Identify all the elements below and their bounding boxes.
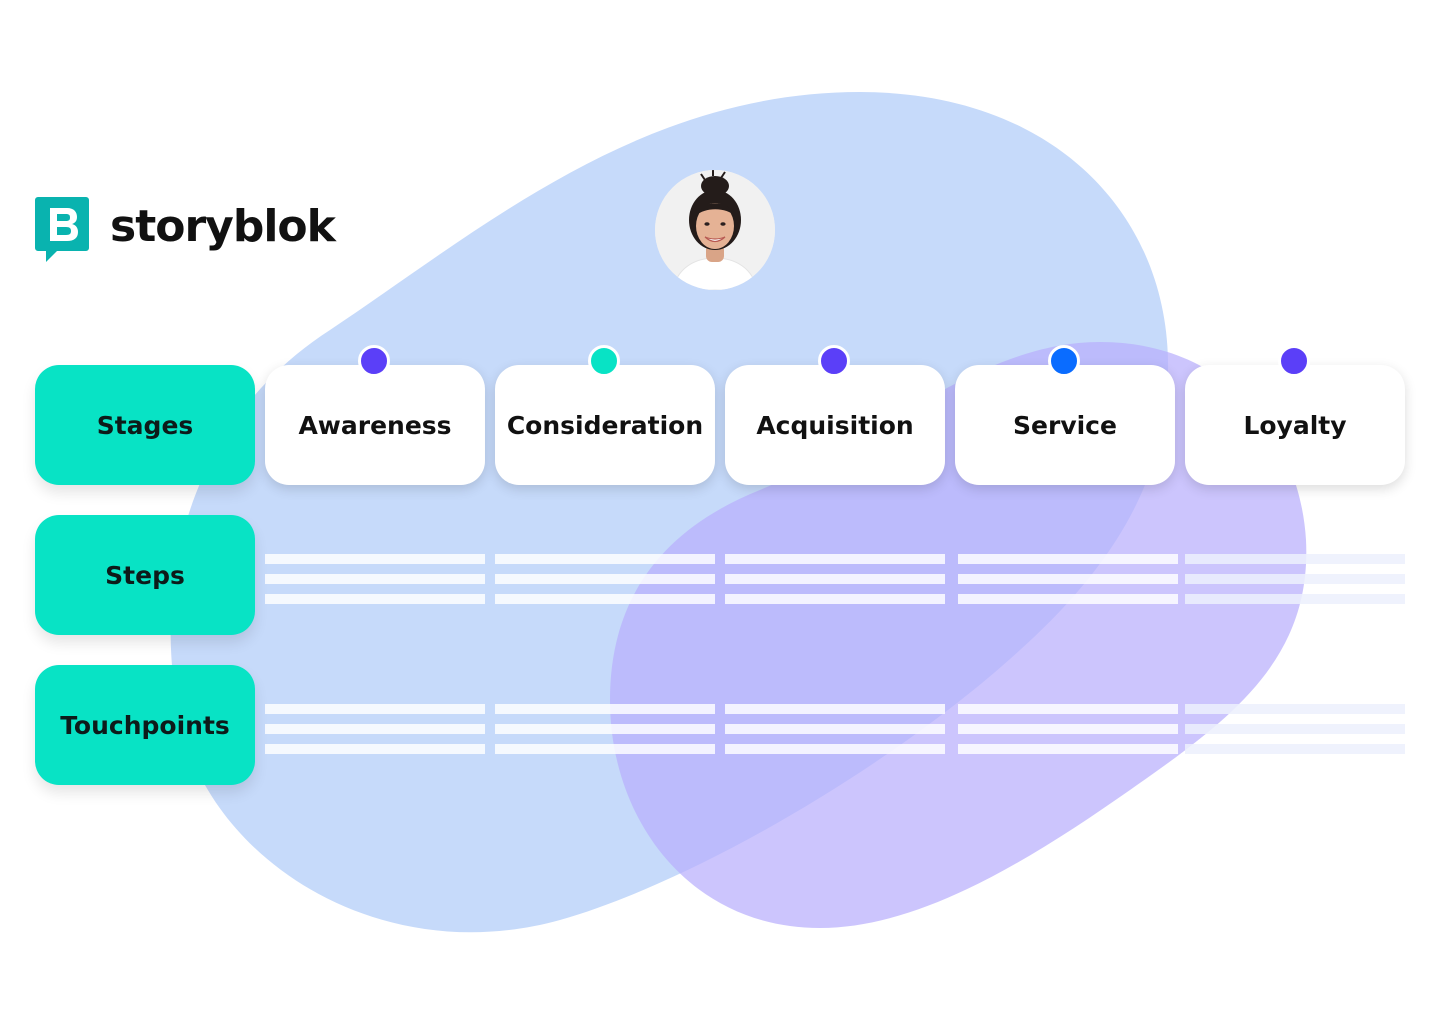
touchpoints-line	[958, 724, 1178, 734]
touchpoints-line	[495, 704, 715, 714]
row-label-stages: Stages	[35, 365, 255, 485]
steps-line	[958, 574, 1178, 584]
touchpoints-line	[265, 724, 485, 734]
steps-line	[725, 594, 945, 604]
steps-line	[1185, 554, 1405, 564]
touchpoints-line	[1185, 744, 1405, 754]
steps-line	[495, 574, 715, 584]
stage-card-acquisition[interactable]: Acquisition	[725, 365, 945, 485]
brand-name: storyblok	[110, 201, 336, 252]
stage-marker-loyalty	[1278, 345, 1310, 377]
stage-marker-awareness	[358, 345, 390, 377]
storyblok-logo[interactable]: storyblok	[35, 197, 336, 263]
stage-marker-service	[1048, 345, 1080, 377]
touchpoints-line	[725, 724, 945, 734]
row-label-steps: Steps	[35, 515, 255, 635]
stage-marker-acquisition	[818, 345, 850, 377]
steps-line	[958, 594, 1178, 604]
person-portrait-icon	[655, 170, 775, 290]
storyblok-mark-icon	[35, 197, 89, 263]
steps-line	[495, 554, 715, 564]
steps-line	[725, 574, 945, 584]
customer-avatar	[655, 170, 775, 290]
touchpoints-line	[495, 744, 715, 754]
steps-line	[265, 554, 485, 564]
touchpoints-line	[958, 704, 1178, 714]
touchpoints-line	[958, 744, 1178, 754]
touchpoints-line	[725, 704, 945, 714]
row-label-touchpoints: Touchpoints	[35, 665, 255, 785]
steps-line	[1185, 594, 1405, 604]
touchpoints-line	[725, 744, 945, 754]
steps-line	[265, 574, 485, 584]
touchpoints-line	[265, 744, 485, 754]
purple-blob	[610, 342, 1307, 928]
touchpoints-line	[1185, 704, 1405, 714]
stage-marker-consideration	[588, 345, 620, 377]
stage-card-awareness[interactable]: Awareness	[265, 365, 485, 485]
stage-card-consideration[interactable]: Consideration	[495, 365, 715, 485]
steps-line	[725, 554, 945, 564]
steps-line	[495, 594, 715, 604]
steps-line	[1185, 574, 1405, 584]
stage-card-service[interactable]: Service	[955, 365, 1175, 485]
touchpoints-line	[495, 724, 715, 734]
touchpoints-line	[265, 704, 485, 714]
steps-line	[265, 594, 485, 604]
touchpoints-line	[1185, 724, 1405, 734]
steps-line	[958, 554, 1178, 564]
stage-card-loyalty[interactable]: Loyalty	[1185, 365, 1405, 485]
